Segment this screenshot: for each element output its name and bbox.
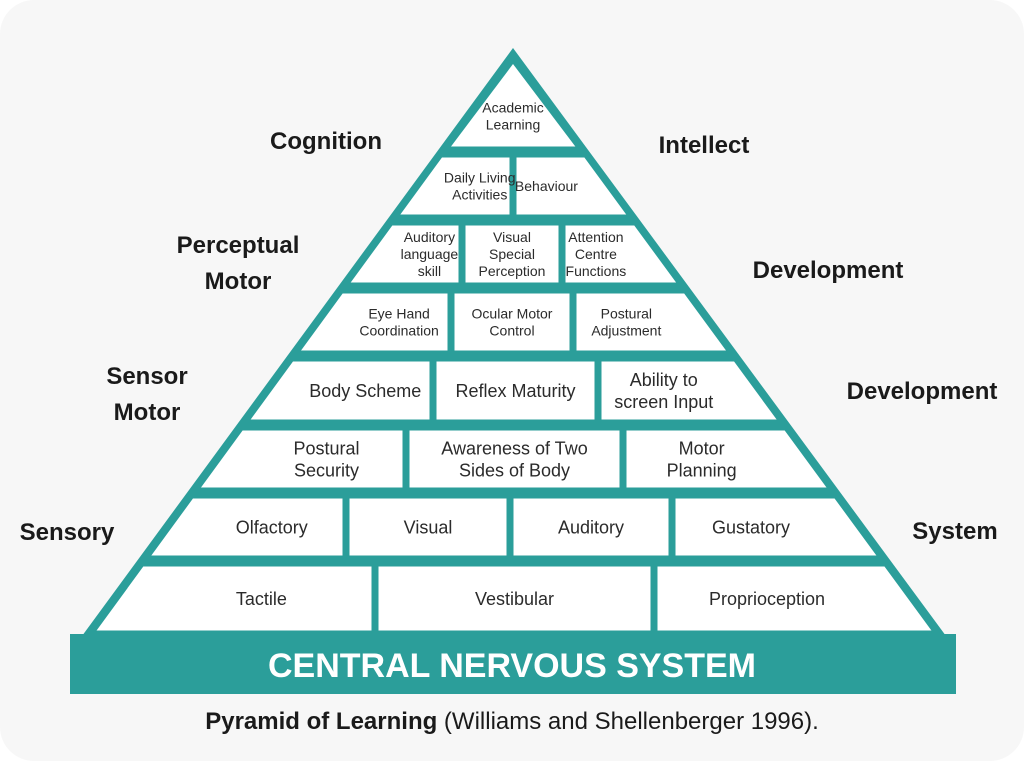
pyramid-cell-postural-security	[200, 430, 403, 488]
side-label-right-development: Development	[847, 378, 998, 405]
pyramid-cell-ability-to-screen-input	[601, 361, 777, 420]
pyramid-cell-tactile	[96, 566, 372, 631]
pyramid-cell-academic-learning	[450, 64, 576, 147]
pyramid-cell-body-scheme-label: Body Scheme	[309, 381, 421, 401]
pyramid-row-7: Olfactory Visual Auditory Gustatory	[151, 498, 877, 556]
caption-title: Pyramid of Learning	[205, 708, 438, 735]
pyramid-cell-gustatory-label: Gustatory	[712, 517, 790, 537]
pyramid-cell-visual	[349, 498, 507, 556]
side-label-left-sensory: Sensory	[20, 519, 115, 546]
caption: Pyramid of Learning (Williams and Shelle…	[0, 708, 1024, 736]
pyramid-cell-visual-special-perception	[465, 225, 559, 283]
pyramid-cell-daily-living-activities	[400, 157, 510, 215]
pyramid-row-8: Tactile Vestibular Proprioception	[96, 566, 932, 631]
base-bar	[70, 634, 956, 694]
pyramid-cell-attention-centre-functions	[565, 225, 677, 283]
pyramid-cell-olfactory-label: Olfactory	[236, 517, 308, 537]
pyramid-cell-eye-hand-coordination	[301, 293, 448, 351]
pyramid-cell-behaviour	[516, 157, 627, 215]
side-label-right-development: Development	[753, 257, 904, 284]
pyramid-cell-auditory-language-skill	[350, 225, 459, 283]
pyramid-cell-visual-label: Visual	[404, 517, 453, 537]
pyramid-cell-reflex-maturity-label: Reflex Maturity	[455, 381, 575, 401]
pyramid-cell-postural-adjustment	[576, 293, 727, 351]
pyramid-cell-vestibular	[378, 566, 651, 631]
pyramid-cell-gustatory	[675, 498, 877, 556]
side-label-right-system: System	[912, 518, 997, 545]
pyramid-cell-body-scheme	[250, 361, 430, 420]
pyramid-cell-proprioception	[657, 566, 932, 631]
pyramid-cell-auditory	[513, 498, 669, 556]
pyramid-cell-proprioception-label: Proprioception	[709, 589, 825, 609]
pyramid-cell-ocular-motor-control	[454, 293, 570, 351]
caption-citation: (Williams and Shellenberger 1996).	[437, 708, 819, 735]
side-label-left-cognition: Cognition	[270, 128, 382, 155]
pyramid-cell-reflex-maturity	[436, 361, 595, 420]
base-label: CENTRAL NERVOUS SYSTEM	[268, 647, 756, 685]
pyramid-cell-olfactory	[151, 498, 343, 556]
side-label-right-intellect: Intellect	[659, 132, 750, 159]
pyramid-cell-behaviour-label: Behaviour	[515, 178, 578, 194]
pyramid-cell-awareness-of-two-sides-of-body	[409, 430, 620, 488]
pyramid-cell-tactile-label: Tactile	[236, 589, 287, 609]
pyramid-cell-auditory-label: Auditory	[558, 517, 624, 537]
pyramid-cell-motor-planning	[626, 430, 827, 488]
pyramid-cell-vestibular-label: Vestibular	[475, 589, 554, 609]
